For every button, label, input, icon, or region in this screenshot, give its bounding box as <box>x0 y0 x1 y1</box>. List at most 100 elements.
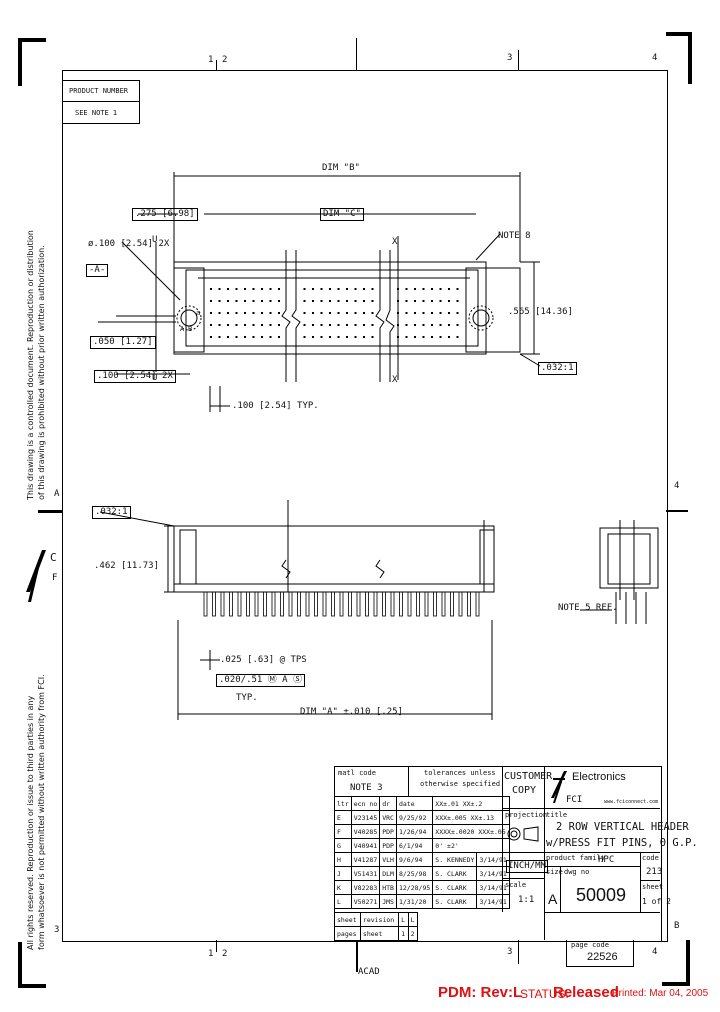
pin-dot <box>363 336 365 338</box>
press-fit-pin <box>407 591 412 617</box>
section-x-top: X <box>392 237 398 247</box>
press-fit-pin <box>246 591 250 617</box>
pin-dot <box>448 300 450 302</box>
pin-dot <box>235 288 238 290</box>
pin-dot <box>303 288 306 290</box>
product-family-label: product family <box>546 854 606 862</box>
flatness-top-label: .032:1 <box>538 362 577 375</box>
pin-dot <box>448 288 450 290</box>
pin-dot <box>329 288 331 290</box>
dim-a-label: DIM "A" ±.010 [.25] <box>300 707 403 717</box>
hole-dia-label: ø.100 [2.54] 2X <box>88 239 170 249</box>
pin-dot <box>448 312 450 314</box>
corner-bottom-left <box>18 942 46 988</box>
section-u-top: U <box>152 235 158 245</box>
pin-dot <box>422 312 425 314</box>
pin-dot <box>397 300 399 302</box>
size-value: A <box>548 891 558 907</box>
pin-dot <box>303 336 306 338</box>
corner-top-left <box>18 38 46 86</box>
corner-top-right <box>666 32 692 84</box>
pin-row-b: A <box>180 325 185 333</box>
pin-dot <box>456 300 459 302</box>
pin-dot <box>269 312 272 314</box>
pin-dot <box>252 324 255 326</box>
pin-dot <box>354 312 357 314</box>
zone-label-top-3: 3 <box>507 53 513 63</box>
press-fit-pin <box>263 591 267 617</box>
pin-dot <box>252 288 255 290</box>
zone-label-left-c: C <box>50 551 57 564</box>
pin-dot <box>414 336 416 338</box>
pin-dot <box>456 324 459 326</box>
inch-mm-label: INCH/MM <box>506 860 548 873</box>
zone-tick <box>518 50 519 70</box>
scale-value: 1:1 <box>518 895 535 905</box>
pin-dot <box>269 288 272 290</box>
pin-dot <box>431 300 433 302</box>
pin-dot <box>456 312 459 314</box>
top-view-drawing <box>98 172 541 412</box>
pin-dot <box>303 324 306 326</box>
page-code-label: page code <box>571 941 609 949</box>
press-fit-pin <box>220 591 225 617</box>
zone-label-left-f: F <box>52 573 58 583</box>
pin-dot <box>278 300 280 302</box>
pin-dot <box>371 324 374 326</box>
flatness-front-label: .032:1 <box>92 506 131 519</box>
pin-dot <box>397 324 399 326</box>
pin-dot <box>329 312 331 314</box>
pin-dot <box>363 324 365 326</box>
pin-dot <box>278 324 280 326</box>
pin-dot <box>422 300 425 302</box>
pin-dot <box>252 300 255 302</box>
pin-dot <box>278 336 280 338</box>
pin-dot <box>312 336 314 338</box>
press-fit-pin <box>339 591 344 617</box>
customer-copy-line-1: CUSTOMER <box>504 771 553 782</box>
product-number-value: SEE NOTE 1 <box>75 109 118 117</box>
pin-dot <box>422 288 425 290</box>
pin-dot <box>244 288 246 290</box>
press-fit-pin <box>271 591 276 617</box>
zone-tick <box>38 510 62 513</box>
pin-dot <box>329 324 331 326</box>
pin-dot <box>218 312 221 314</box>
pin-dot <box>371 336 374 338</box>
zone-label-right-4: 4 <box>674 481 680 491</box>
pin-dot <box>269 300 272 302</box>
pin-dot <box>218 288 221 290</box>
code-label: code <box>642 854 659 862</box>
pin-dot <box>346 288 348 290</box>
pdm-revision: PDM: Rev:L <box>438 984 523 1001</box>
pin-dot <box>337 336 340 338</box>
pin-dot <box>312 324 314 326</box>
legal-text-line-4: form whatsoever is not permitted without… <box>37 674 46 950</box>
press-fit-pin <box>237 591 242 617</box>
status-label: STATUS: <box>520 987 569 1001</box>
pin-dot <box>329 336 331 338</box>
pin-dot <box>261 288 263 290</box>
size-label: size <box>546 868 563 876</box>
otherwise-label: otherwise specified <box>420 780 501 788</box>
pin-width-label: .025 [.63] @ TPS <box>220 655 307 665</box>
pin-dot <box>363 300 365 302</box>
product-family-value: HPC <box>598 855 615 865</box>
pin-dot <box>210 300 212 302</box>
pin-dot <box>397 336 399 338</box>
pin-dot <box>431 324 433 326</box>
pin-dot <box>354 336 357 338</box>
pin-dot <box>354 324 357 326</box>
front-view-drawing <box>99 500 659 720</box>
scale-label: scale <box>505 881 527 889</box>
press-fit-pin <box>467 591 471 617</box>
pin-dot <box>414 312 416 314</box>
zone-label-left-3: 3 <box>54 925 60 935</box>
dim-565-label: .565 [14.36] <box>508 307 574 317</box>
note-3-label: NOTE 3 <box>350 783 383 793</box>
